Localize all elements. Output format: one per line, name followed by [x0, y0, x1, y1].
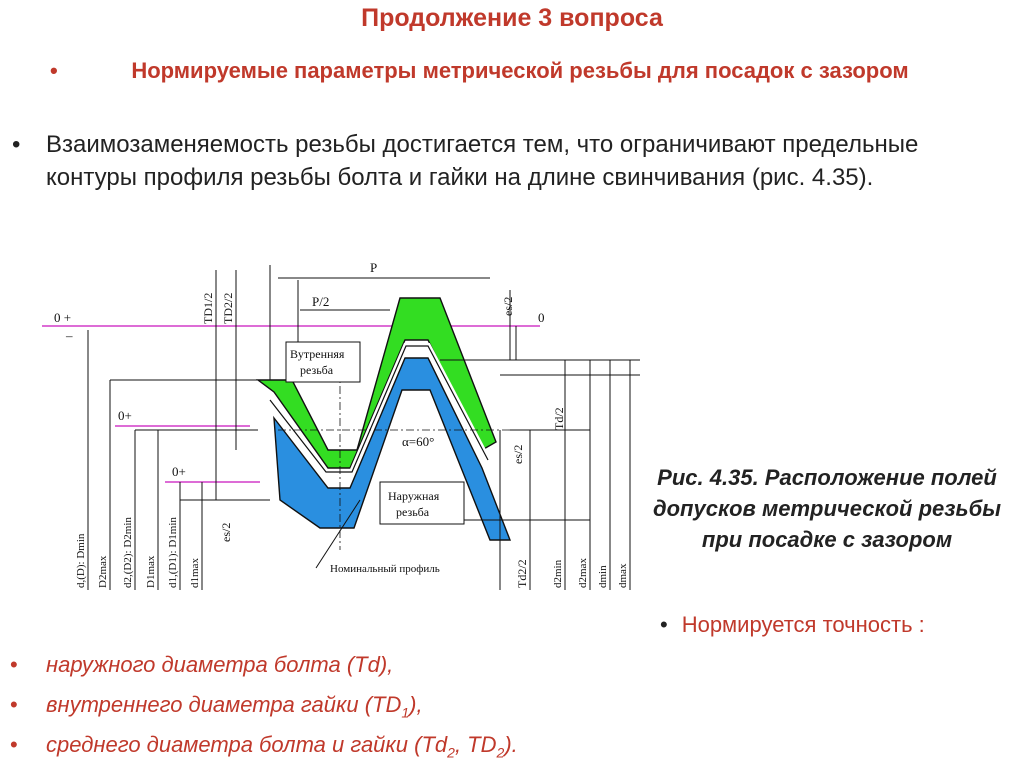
bullet: • — [12, 131, 21, 158]
accuracy-lead: • Нормируется точность : — [660, 612, 1022, 638]
list-item: • наружного диаметра болта (Td), — [10, 652, 910, 692]
label-dmin: dmin — [597, 565, 609, 588]
list-item: • внутреннего диаметра гайки (TD1), — [10, 692, 910, 732]
list-item: • среднего диаметра болта и гайки (Td2, … — [10, 732, 910, 772]
list-item-text: среднего диаметра болта и гайки (Td2, TD… — [46, 732, 518, 761]
label-zero-plus-3: 0+ — [172, 464, 186, 479]
thread-tolerance-diagram: P P/2 0 0 + – 0+ 0+ Вутренняя резьба Нар… — [42, 260, 640, 590]
slide-title: Продолжение 3 вопроса — [361, 4, 663, 32]
label-TD1-2: TD1/2 — [201, 293, 215, 324]
intro-text: Взаимозаменяемость резьбы достигается те… — [46, 131, 919, 191]
subtitle-text: Нормируемые параметры метрической резьбы… — [131, 58, 909, 83]
intro-paragraph: • Взаимозаменяемость резьбы достигается … — [12, 128, 972, 194]
label-d1-D1-D1min: d1,(D1): D1min — [167, 517, 179, 588]
label-P: P — [370, 260, 377, 275]
label-D2max: D2max — [97, 555, 109, 588]
bullet: • — [10, 732, 18, 757]
label-es2-mid: es/2 — [511, 445, 525, 464]
label-dmax: dmax — [617, 563, 629, 588]
label-Td2-right: Td/2 — [552, 407, 566, 430]
bullet: • — [50, 58, 58, 83]
label-zero-right: 0 — [538, 310, 545, 325]
list-item-text: наружного диаметра болта (Td), — [46, 652, 394, 677]
label-inner-thread-2: резьба — [300, 363, 334, 377]
list-item-text: внутреннего диаметра гайки (TD1), — [46, 692, 423, 721]
label-nominal-profile: Номинальный профиль — [330, 563, 440, 575]
label-d2min: d2min — [552, 559, 564, 588]
label-d1max: d1max — [189, 558, 201, 588]
label-D1max: D1max — [145, 555, 157, 588]
label-zero-minus: – — [65, 328, 73, 343]
label-outer-thread-1: Наружная — [388, 489, 440, 503]
bullet: • — [660, 612, 668, 637]
slide-subtitle: • Нормируемые параметры метрической резь… — [40, 56, 1000, 86]
label-d-D-Dmin: d,(D): Dmin — [75, 533, 87, 588]
label-Td2-2: Td2/2 — [515, 559, 529, 588]
bullet: • — [10, 652, 18, 677]
label-d2-D2-D2min: d2,(D2): D2min — [122, 517, 134, 588]
label-zero-plus: 0 + — [54, 310, 71, 325]
label-P2: P/2 — [312, 294, 329, 309]
label-alpha: α=60° — [402, 434, 434, 449]
bullet: • — [10, 692, 18, 717]
accuracy-list: • наружного диаметра болта (Td), • внутр… — [10, 652, 910, 772]
label-es2-top: es/2 — [501, 297, 515, 316]
label-inner-thread-1: Вутренняя — [290, 347, 345, 361]
figure-caption: Рис. 4.35. Расположение полей допусков м… — [653, 465, 1001, 552]
label-TD2-2: TD2/2 — [221, 293, 235, 324]
label-zero-plus-2: 0+ — [118, 408, 132, 423]
label-d2max: d2max — [577, 558, 589, 588]
label-es2-low: es/2 — [219, 523, 233, 542]
label-outer-thread-2: резьба — [396, 505, 430, 519]
inner-thread-band — [255, 297, 497, 469]
accuracy-text: Нормируется точность : — [681, 612, 925, 637]
